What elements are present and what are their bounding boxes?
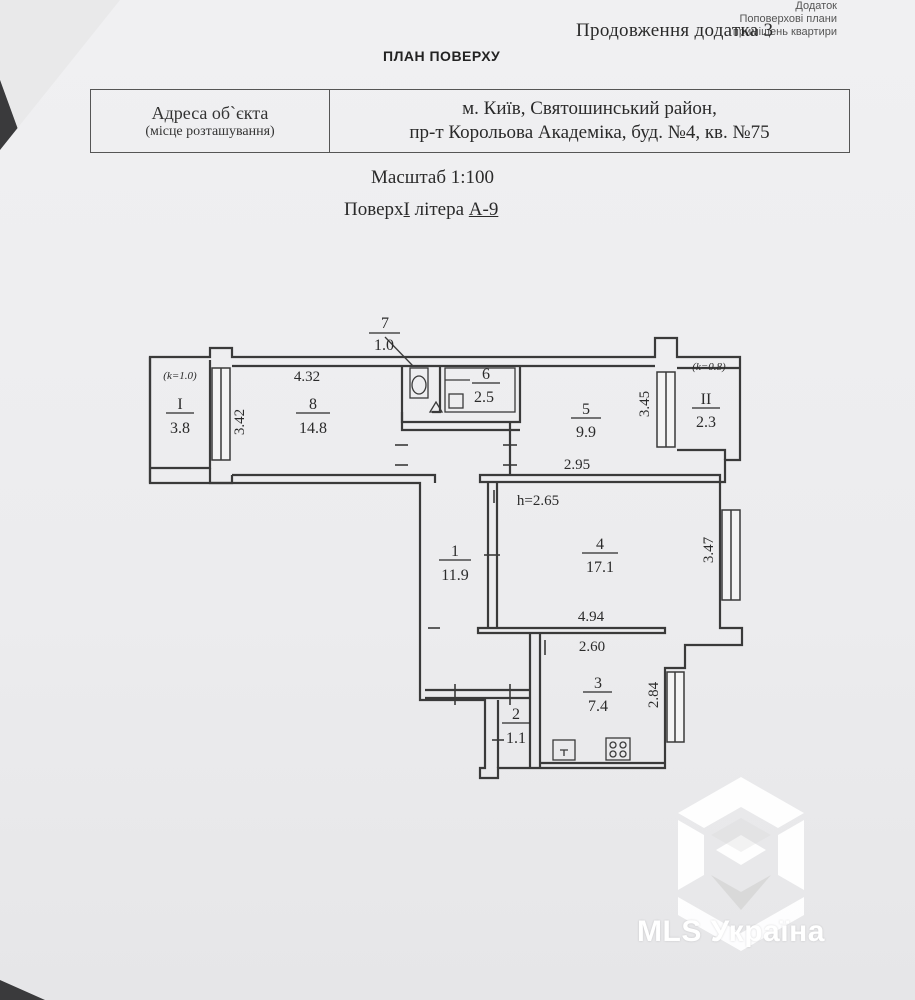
sanitary-fixtures (384, 336, 631, 761)
toilet-bowl-icon (411, 375, 427, 395)
stove-icon (605, 737, 631, 761)
ceiling-height-label: h=2.65 (517, 493, 559, 509)
room-area: 3.8 (170, 420, 190, 437)
corner-note: Додаток Поповерхові плани приміщень квар… (733, 0, 837, 39)
room-number: 3 (594, 675, 602, 692)
bathtub-icon (444, 367, 516, 413)
room-number: 5 (582, 401, 590, 418)
fraction-lines (166, 332, 720, 724)
dimension-label: 3.47 (701, 536, 717, 563)
room-area: 1.0 (374, 337, 394, 354)
floor-line: ПоверхI літера А-9 (344, 199, 498, 221)
leader-line (384, 336, 414, 367)
room-number: 8 (309, 396, 317, 413)
sink-icon (448, 393, 464, 409)
scale-text: Масштаб 1:100 (371, 167, 495, 188)
coefficient-label: (k=1.0) (163, 370, 197, 382)
room-labels: 1 11.9 2 1.1 3 7.4 4 17.1 5 9.9 6 2.5 7 … (170, 315, 716, 747)
dimension-label: 2.95 (564, 457, 590, 473)
room-number: 4 (596, 536, 604, 553)
coefficient-label: (k=0.8) (692, 361, 726, 373)
room-area: 1.1 (506, 730, 526, 747)
room-area: 2.5 (474, 389, 494, 406)
floor-prefix: Поверх (344, 199, 404, 220)
dimension-label: 3.42 (232, 409, 248, 435)
room-area: 11.9 (441, 567, 468, 584)
room-area: 7.4 (588, 698, 608, 715)
corner-note-line: приміщень квартири (732, 26, 837, 38)
corner-note-line: Поповерхові плани (739, 13, 837, 25)
kitchen-sink-icon (552, 739, 576, 761)
plan-walls (148, 336, 744, 780)
plan-windows (211, 367, 741, 743)
room-number: I (177, 396, 182, 413)
address-value-line: пр-т Корольова Академіка, буд. №4, кв. №… (409, 122, 770, 143)
address-label: Адреса об`єкта (151, 102, 269, 123)
room-number: 2 (512, 706, 520, 723)
floor-number: I (403, 199, 410, 220)
address-label-cell: Адреса об`єкта (місце розташування) (91, 90, 330, 152)
plan-title: ПЛАН ПОВЕРХУ (383, 48, 501, 64)
address-value-line: м. Київ, Святошинський район, (462, 98, 717, 119)
dimension-label: 4.94 (578, 609, 605, 625)
floor-middle: літера (414, 199, 465, 220)
address-value-cell: м. Київ, Святошинський район, пр-т Корол… (330, 90, 849, 152)
room-number: 6 (482, 366, 490, 383)
continuation-title: Продовження додатка 3 (576, 20, 774, 41)
floor-letter: А-9 (468, 199, 499, 220)
room-area: 17.1 (586, 559, 614, 576)
address-table: Адреса об`єкта (місце розташування) м. К… (90, 89, 850, 153)
address-label-note: (місце розташування) (145, 123, 275, 139)
room-number: 1 (451, 543, 459, 560)
toilet-tank-icon (409, 367, 429, 399)
dimension-label: 4.32 (294, 369, 320, 385)
room-area: 2.3 (696, 414, 716, 431)
watermark-text: MLS Україна (637, 915, 825, 948)
drain-icon (428, 400, 444, 413)
coefficient-labels: (k=1.0) (k=0.8) (163, 361, 726, 382)
door-marks (395, 444, 546, 741)
room-number: 7 (381, 315, 389, 332)
mls-logo-icon (678, 777, 804, 951)
room-area: 9.9 (576, 424, 596, 441)
dimension-label: 2.84 (646, 681, 662, 708)
dimension-label: 2.60 (579, 639, 605, 655)
room-area: 14.8 (299, 420, 327, 437)
room-number: II (701, 391, 712, 408)
dimension-labels: 4.32 3.42 3.45 2.95 h=2.65 3.47 4.94 2.6… (232, 369, 717, 708)
dimension-label: 3.45 (637, 391, 653, 417)
corner-note-line: Додаток (795, 0, 837, 12)
